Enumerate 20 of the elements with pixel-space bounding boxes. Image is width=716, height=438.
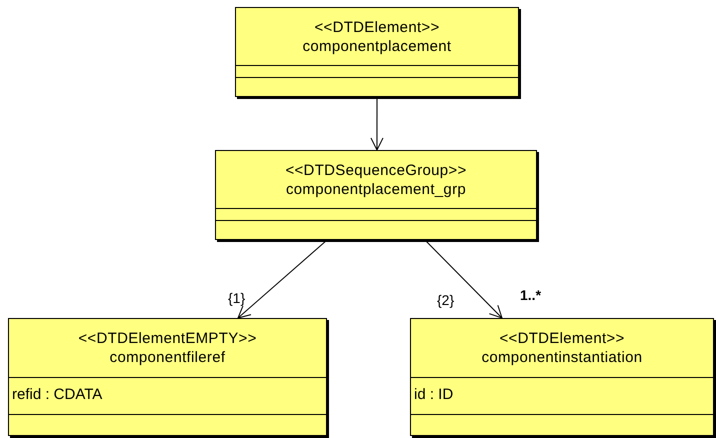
association-arrow bbox=[238, 240, 328, 318]
association-arrow bbox=[424, 240, 502, 318]
class-box bbox=[410, 318, 714, 436]
attribute-text: id : ID bbox=[414, 386, 454, 404]
edge-label: {2} bbox=[437, 292, 454, 308]
class-name: componentinstantiation bbox=[482, 348, 642, 367]
class-box bbox=[235, 7, 519, 97]
class-name: componentplacement bbox=[302, 37, 452, 56]
stereotype-label: <<DTDElement>> bbox=[499, 329, 625, 348]
attribute-text: refid : CDATA bbox=[12, 386, 102, 404]
class-box bbox=[215, 150, 537, 240]
stereotype-label: <<DTDElementEMPTY>> bbox=[78, 329, 257, 348]
stereotype-label: <<DTDElement>> bbox=[314, 18, 440, 37]
association-arrow bbox=[370, 96, 384, 150]
class-name: componentfileref bbox=[110, 348, 226, 367]
class-box bbox=[8, 318, 327, 436]
class-name: componentplacement_grp bbox=[286, 180, 466, 199]
stereotype-label: <<DTDSequenceGroup>> bbox=[285, 161, 467, 180]
edge-label: {1} bbox=[228, 290, 246, 306]
multiplicity-label: 1..* bbox=[520, 287, 542, 303]
